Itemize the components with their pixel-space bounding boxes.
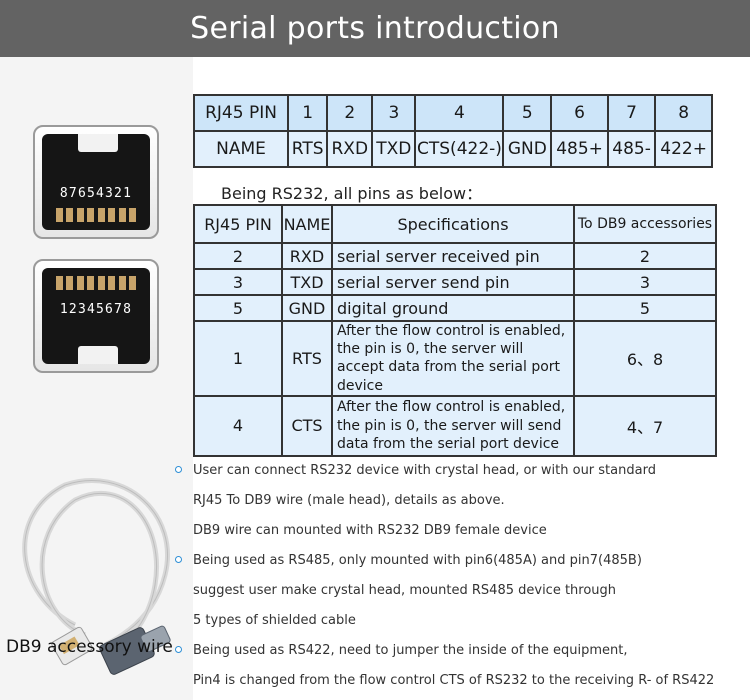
table-cell: RXD [326, 130, 374, 168]
column-header: Specifications [331, 204, 575, 244]
table-cell: CTS(422-) [414, 130, 505, 168]
pin-numbers-top: 87654321 [59, 186, 133, 201]
table-cell: After the flow control is enabled, the p… [331, 394, 575, 457]
table-cell: 5 [193, 294, 283, 322]
note-line: DB9 wire can mounted with RS232 DB9 fema… [193, 523, 547, 538]
table-cell: RTS [286, 130, 329, 168]
table-row: 5 GND digital ground 5 [193, 294, 717, 322]
table-cell: 2 [326, 94, 374, 132]
table-row: 3 TXD serial server send pin 3 [193, 268, 717, 296]
table-cell: 485+ [550, 130, 609, 168]
table-cell: digital ground [331, 294, 575, 322]
table-cell: 5 [573, 294, 717, 322]
table-cell: 485- [606, 130, 657, 168]
table-cell: CTS [281, 394, 333, 457]
table-cell: TXD [371, 130, 417, 168]
table-cell: 4、7 [573, 394, 717, 457]
note-line: RJ45 To DB9 wire (male head), details as… [193, 493, 505, 508]
header-banner: Serial ports introduction [0, 0, 750, 57]
table-cell: RJ45 PIN [193, 94, 289, 132]
table-cell: GND [502, 130, 553, 168]
bullet-icon [175, 466, 182, 473]
column-header: RJ45 PIN [193, 204, 283, 244]
table-cell: serial server received pin [331, 242, 575, 270]
pin-number-row: RJ45 PIN 1 2 3 4 5 6 7 8 [193, 94, 713, 132]
table-cell: After the flow control is enabled, the p… [331, 320, 575, 397]
pin-name-row: NAME RTS RXD TXD CTS(422-) GND 485+ 485-… [193, 130, 713, 168]
page-title: Serial ports introduction [190, 11, 560, 46]
rs232-caption: Being RS232, all pins as below： [221, 184, 483, 203]
table-cell: 1 [286, 94, 329, 132]
table-cell: 3 [573, 268, 717, 296]
table-row: 4 CTS After the flow control is enabled,… [193, 394, 717, 457]
table-cell: 1 [193, 320, 283, 397]
left-panel: 87654321 12345678 DB9 accessory wi [0, 57, 193, 700]
table-cell: 4 [414, 94, 505, 132]
table-cell: 7 [606, 94, 657, 132]
table-cell: RXD [281, 242, 333, 270]
table-cell: NAME [193, 130, 289, 168]
note-line: 5 types of shielded cable [193, 613, 356, 628]
note-line: Being used as RS485, only mounted with p… [193, 553, 642, 568]
table-row: 1 RTS After the flow control is enabled,… [193, 320, 717, 397]
table-cell: 6 [550, 94, 609, 132]
rs232-spec-table: RJ45 PIN NAME Specifications To DB9 acce… [193, 204, 717, 457]
rj45-connector-top: 87654321 [33, 125, 159, 239]
db9-cable-image [22, 478, 171, 675]
note-line: User can connect RS232 device with cryst… [193, 463, 656, 478]
table-cell: 5 [502, 94, 553, 132]
table-cell: RTS [281, 320, 333, 397]
note-line: Pin4 is changed from the flow control CT… [193, 673, 715, 688]
table-cell: 3 [371, 94, 417, 132]
bullet-icon [175, 646, 182, 653]
note-line: suggest user make crystal head, mounted … [193, 583, 617, 598]
table-header-row: RJ45 PIN NAME Specifications To DB9 acce… [193, 204, 717, 244]
table-row: 2 RXD serial server received pin 2 [193, 242, 717, 270]
rj45-connector-bottom: 12345678 [33, 259, 159, 373]
column-header: To DB9 accessories [573, 204, 717, 244]
table-cell: 3 [193, 268, 283, 296]
table-cell: 6、8 [573, 320, 717, 397]
column-header: NAME [281, 204, 333, 244]
bullet-icon [175, 556, 182, 563]
db9-accessory-label: DB9 accessory wire [6, 637, 173, 657]
pin-name-table: RJ45 PIN 1 2 3 4 5 6 7 8 NAME RTS RXD TX… [193, 94, 713, 168]
pin-contacts-bottom [56, 276, 136, 290]
table-cell: TXD [281, 268, 333, 296]
table-cell: 8 [654, 94, 713, 132]
table-cell: 2 [573, 242, 717, 270]
table-cell: serial server send pin [331, 268, 575, 296]
table-cell: 422+ [654, 130, 713, 168]
table-cell: GND [281, 294, 333, 322]
pin-contacts-top [56, 208, 136, 222]
note-line: Being used as RS422, need to jumper the … [193, 643, 628, 658]
table-cell: 2 [193, 242, 283, 270]
pin-numbers-bottom: 12345678 [59, 302, 133, 317]
table-cell: 4 [193, 394, 283, 457]
